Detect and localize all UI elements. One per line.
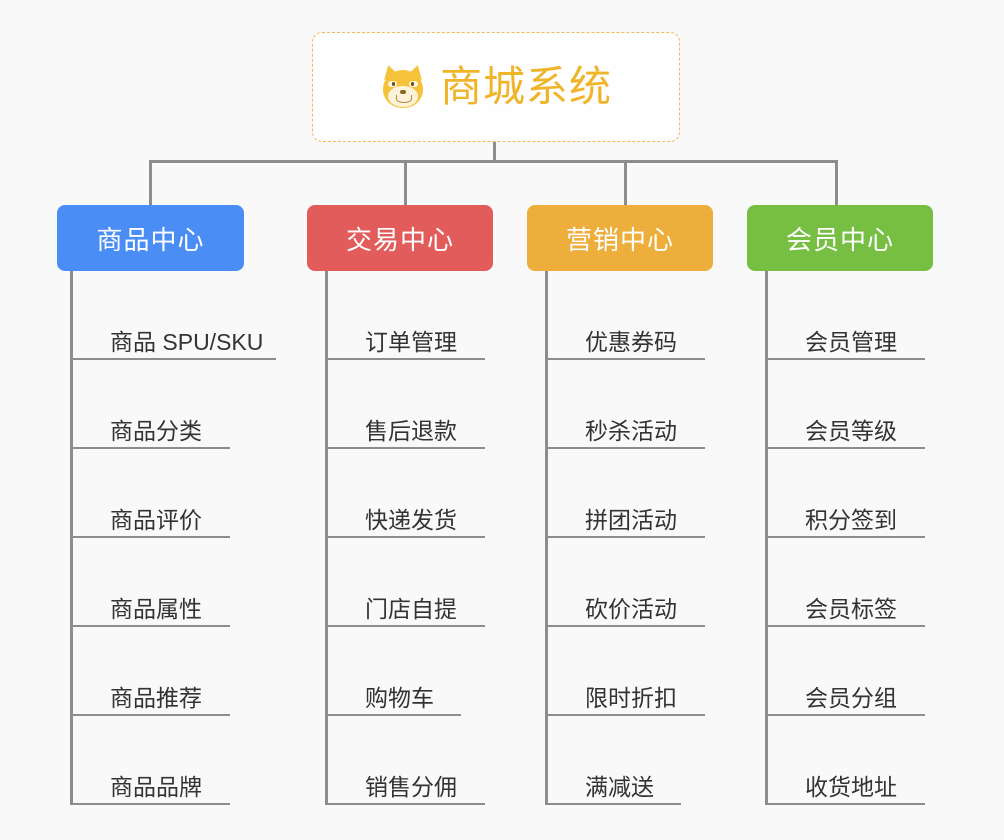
leaf-label: 会员管理	[805, 328, 897, 355]
branch-spine	[545, 271, 548, 805]
leaf-underline	[325, 803, 485, 805]
list-item[interactable]: 满减送	[545, 716, 683, 805]
root-title: 商城系统	[439, 63, 612, 110]
leaf-underline	[70, 536, 230, 538]
list-item[interactable]: 拼团活动	[545, 449, 705, 538]
branch-product: 商品 SPU/SKU 商品分类 商品评价 商品属性 商品推荐 商品品牌	[70, 271, 276, 805]
list-item[interactable]: 购物车	[325, 627, 463, 716]
list-item[interactable]: 秒杀活动	[545, 360, 705, 449]
leaf-label: 会员分组	[805, 684, 897, 711]
leaf-underline	[325, 625, 485, 627]
leaf-underline	[545, 536, 705, 538]
category-label: 营销中心	[565, 224, 674, 255]
connector-drop-2	[404, 160, 407, 206]
leaf-label: 购物车	[365, 684, 434, 711]
connector-trunk-bar	[149, 160, 837, 163]
leaf-underline	[765, 358, 925, 360]
leaf-underline	[765, 625, 925, 627]
category-label: 交易中心	[345, 224, 454, 255]
leaf-label: 秒杀活动	[585, 417, 677, 444]
list-item[interactable]: 会员标签	[765, 538, 925, 627]
leaf-underline	[70, 714, 230, 716]
list-item[interactable]: 砍价活动	[545, 538, 705, 627]
leaf-label: 门店自提	[365, 595, 457, 622]
category-node-marketing[interactable]: 营销中心	[527, 205, 713, 271]
list-item[interactable]: 销售分佣	[325, 716, 485, 805]
list-item[interactable]: 商品品牌	[70, 716, 269, 805]
list-item[interactable]: 会员分组	[765, 627, 925, 716]
category-label: 商品中心	[96, 224, 205, 255]
leaf-label: 商品分类	[110, 417, 202, 444]
leaf-label: 积分签到	[805, 506, 897, 533]
leaf-underline	[545, 714, 705, 716]
leaf-label: 商品 SPU/SKU	[110, 328, 264, 355]
list-item[interactable]: 售后退款	[325, 360, 485, 449]
list-item[interactable]: 商品属性	[70, 538, 269, 627]
leaf-underline	[70, 625, 230, 627]
category-node-product[interactable]: 商品中心	[57, 205, 244, 271]
leaf-underline	[545, 803, 681, 805]
list-item[interactable]: 会员管理	[765, 271, 925, 360]
branch-spine	[70, 271, 73, 805]
leaf-label: 售后退款	[365, 417, 457, 444]
leaf-label: 优惠券码	[585, 328, 677, 355]
leaf-underline	[765, 803, 925, 805]
leaf-label: 会员等级	[805, 417, 897, 444]
connector-drop-1	[149, 160, 152, 206]
branch-spine	[325, 271, 328, 805]
connector-drop-4	[835, 160, 838, 206]
list-item[interactable]: 收货地址	[765, 716, 925, 805]
leaf-underline	[765, 714, 925, 716]
leaf-underline	[325, 536, 485, 538]
leaf-label: 商品属性	[110, 595, 202, 622]
leaf-underline	[765, 447, 925, 449]
connector-root-stem	[493, 142, 496, 163]
list-item[interactable]: 限时折扣	[545, 627, 705, 716]
list-item[interactable]: 积分签到	[765, 449, 925, 538]
branch-member: 会员管理 会员等级 积分签到 会员标签 会员分组 收货地址	[765, 271, 925, 805]
list-item[interactable]: 门店自提	[325, 538, 485, 627]
leaf-underline	[70, 803, 230, 805]
leaf-underline	[325, 447, 485, 449]
category-node-member[interactable]: 会员中心	[747, 205, 933, 271]
leaf-underline	[325, 358, 485, 360]
leaf-label: 商品品牌	[110, 773, 202, 800]
leaf-underline	[325, 714, 461, 716]
leaf-label: 拼团活动	[585, 506, 677, 533]
category-label: 会员中心	[785, 224, 894, 255]
leaf-label: 销售分佣	[365, 773, 457, 800]
leaf-label: 砍价活动	[585, 595, 677, 622]
leaf-underline	[765, 536, 925, 538]
list-item[interactable]: 优惠券码	[545, 271, 705, 360]
leaf-label: 快递发货	[365, 506, 457, 533]
list-item[interactable]: 商品 SPU/SKU	[70, 271, 276, 360]
leaf-label: 收货地址	[805, 773, 897, 800]
leaf-underline	[545, 358, 705, 360]
list-item[interactable]: 商品评价	[70, 449, 269, 538]
leaf-label: 商品推荐	[110, 684, 202, 711]
root-node[interactable]: 商城系统	[312, 32, 680, 142]
list-item[interactable]: 商品推荐	[70, 627, 269, 716]
leaf-label: 商品评价	[110, 506, 202, 533]
branch-trade: 订单管理 售后退款 快递发货 门店自提 购物车 销售分佣	[325, 271, 485, 805]
list-item[interactable]: 订单管理	[325, 271, 485, 360]
branch-marketing: 优惠券码 秒杀活动 拼团活动 砍价活动 限时折扣 满减送	[545, 271, 705, 805]
leaf-label: 订单管理	[365, 328, 457, 355]
leaf-label: 限时折扣	[585, 684, 677, 711]
list-item[interactable]: 会员等级	[765, 360, 925, 449]
leaf-label: 会员标签	[805, 595, 897, 622]
leaf-label: 满减送	[585, 773, 654, 800]
shiba-dog-icon	[380, 63, 426, 110]
list-item[interactable]: 快递发货	[325, 449, 485, 538]
connector-drop-3	[624, 160, 627, 206]
leaf-underline	[545, 625, 705, 627]
leaf-underline	[545, 447, 705, 449]
leaf-underline	[70, 447, 230, 449]
category-node-trade[interactable]: 交易中心	[307, 205, 493, 271]
leaf-underline	[70, 358, 276, 360]
list-item[interactable]: 商品分类	[70, 360, 269, 449]
branch-spine	[765, 271, 768, 805]
